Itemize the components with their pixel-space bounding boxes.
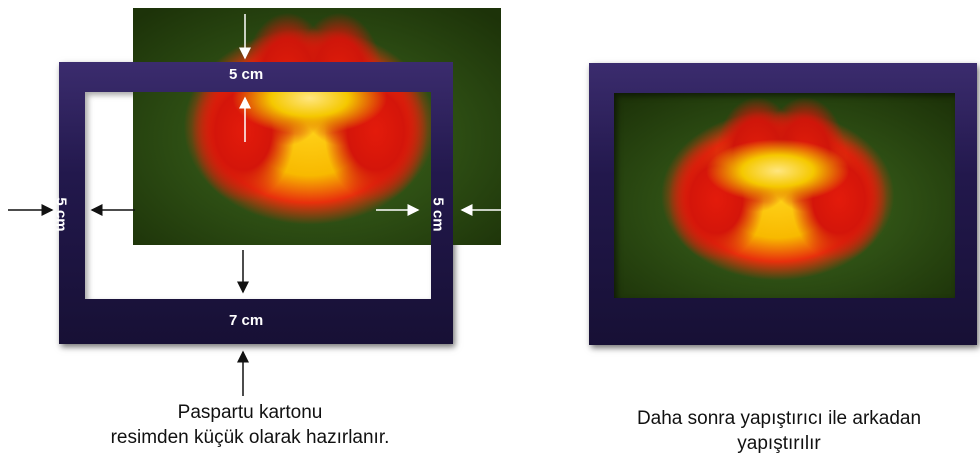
right-caption: Daha sonra yapıştırıcı ile arkadan yapış… [578,406,980,456]
left-caption-line1: Paspartu kartonu [60,400,440,425]
left-caption: Paspartu kartonu resimden küçük olarak h… [60,400,440,450]
right-caption-line1: Daha sonra yapıştırıcı ile arkadan [578,406,980,431]
left-caption-line2: resimden küçük olarak hazırlanır. [60,425,440,450]
framed-tulip-photo [614,93,955,298]
right-caption-line2: yapıştırılır [578,431,980,456]
